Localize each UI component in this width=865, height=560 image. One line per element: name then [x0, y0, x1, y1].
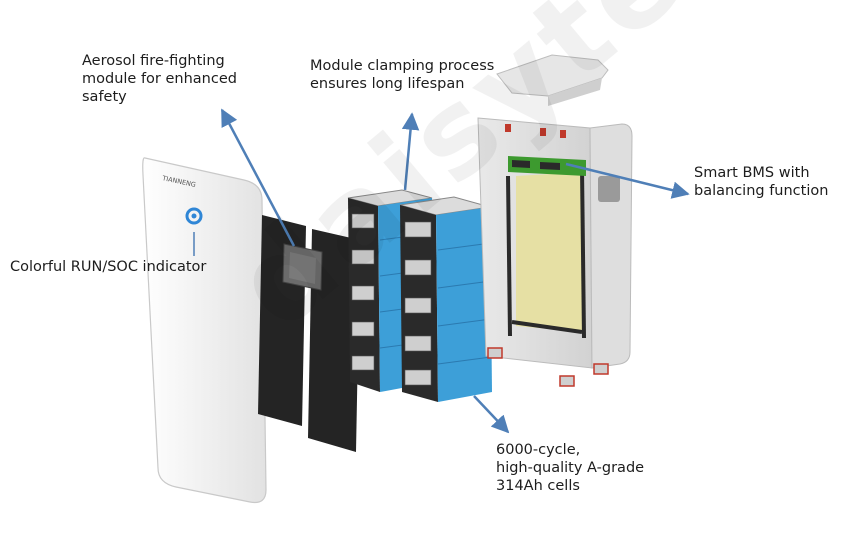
arrow-aerosol [220, 108, 296, 247]
battery-module-stack-right [399, 196, 492, 402]
top-lid [496, 54, 609, 106]
callout-arrows [193, 108, 690, 434]
callout-cells: 6000-cycle, high-quality A-grade 314Ah c… [496, 442, 645, 494]
arrow-bms [565, 162, 690, 199]
arrow-cells [473, 395, 510, 434]
run-soc-indicator-icon [185, 207, 203, 225]
front-cover: TIANNENG [142, 157, 267, 504]
callout-module-clamping: Module clamping process ensures long lif… [310, 58, 495, 92]
callout-aerosol-module: Aerosol fire-fighting module for enhance… [82, 53, 237, 105]
cabinet-feet [487, 347, 609, 387]
aerosol-fire-module [282, 243, 323, 291]
cabinet-enclosure [477, 117, 633, 387]
callout-run-soc-indicator: Colorful RUN/SOC indicator [10, 259, 207, 275]
cell-foam-pad [516, 172, 584, 332]
smart-bms-board [508, 156, 586, 176]
arrow-clamping [401, 112, 420, 191]
callout-smart-bms: Smart BMS with balancing function [694, 165, 829, 199]
